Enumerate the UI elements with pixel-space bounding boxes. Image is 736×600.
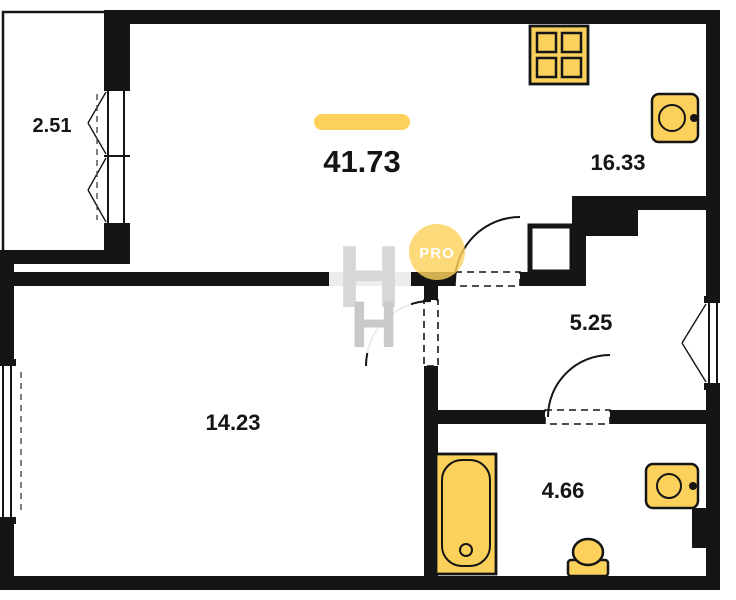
window-end-cap [704, 383, 720, 390]
balcony-outline [1, 10, 104, 250]
watermark-letter-small: H [350, 287, 398, 361]
total-area-label: 41.73 [323, 144, 401, 179]
wall-segment-left-upper [0, 250, 14, 366]
wall-segment-bathroom-top-right [610, 410, 706, 424]
wall-segment-top [104, 10, 720, 24]
window-left [0, 359, 22, 524]
wall-segment-bottom [0, 576, 720, 590]
window-end-cap [0, 517, 16, 524]
sink-tap [689, 482, 697, 490]
wall-segment-interior-horizontal-right [520, 272, 586, 286]
stove-burner [560, 56, 583, 79]
wall-segment-kitchen-top [586, 196, 706, 210]
labels: 41.73 2.51 16.33 5.25 14.23 4.66 [33, 114, 646, 503]
room-area-label-balcony: 2.51 [33, 115, 72, 137]
window-balcony [87, 89, 130, 225]
room-area-label-hallway: 5.25 [570, 310, 613, 335]
sink-basin [658, 104, 686, 132]
room-area-label-kitchen: 16.33 [590, 150, 645, 175]
walls [0, 10, 720, 590]
stove-burner [535, 31, 558, 54]
watermark-backing [329, 231, 411, 353]
bathtub-inner [441, 459, 491, 567]
wall-segment-balcony-pier-top [104, 10, 130, 90]
bathtub-icon [434, 452, 498, 576]
wall-segment-right-upper [706, 10, 720, 302]
kitchen-sink-icon [650, 92, 700, 144]
wall-segment-balcony-bottom [0, 250, 130, 264]
sink-basin [656, 473, 682, 499]
watermark-letter-large: H [337, 227, 401, 326]
total-area-underline [314, 114, 410, 130]
room-area-label-living: 14.23 [205, 410, 260, 435]
pro-badge-label: PRO [419, 245, 455, 262]
wall-segment-bathroom-top-left [438, 410, 545, 424]
toilet-icon [566, 537, 610, 578]
doors [365, 216, 611, 425]
sink-body [644, 462, 700, 510]
bathroom-sink-icon [644, 462, 700, 510]
wall-segment-kitchen-vertical [572, 196, 586, 286]
casement-line [681, 342, 707, 383]
toilet-bowl [571, 537, 605, 567]
bathtub-body [434, 452, 498, 576]
stove-burner [560, 31, 583, 54]
wall-segment-hall-vertical-a [424, 286, 438, 300]
window-end-cap [0, 359, 16, 366]
wall-segment-left-lower [0, 518, 14, 576]
stove-icon [528, 24, 590, 86]
casement-line [681, 303, 707, 344]
window-right [681, 296, 720, 390]
wall-segment-hall-vertical-b [424, 366, 438, 576]
door-opening [544, 409, 611, 425]
wall-segment-pilaster [692, 508, 706, 548]
room-area-label-bathroom: 4.66 [542, 478, 585, 503]
wall-segment-right-lower [706, 384, 720, 576]
watermark: H H PRO [329, 224, 465, 361]
sink-tap [690, 114, 698, 122]
door-opening [423, 299, 439, 367]
bathtub-drain [459, 543, 473, 557]
balcony-thin-wall [1, 10, 104, 250]
pro-badge [409, 224, 465, 280]
wall-segment-corner-step [586, 210, 638, 236]
stove-burner [535, 56, 558, 79]
ventilation-shaft [527, 223, 575, 275]
window-end-cap [704, 296, 720, 303]
door-opening [454, 271, 521, 287]
door-arc [547, 354, 611, 418]
